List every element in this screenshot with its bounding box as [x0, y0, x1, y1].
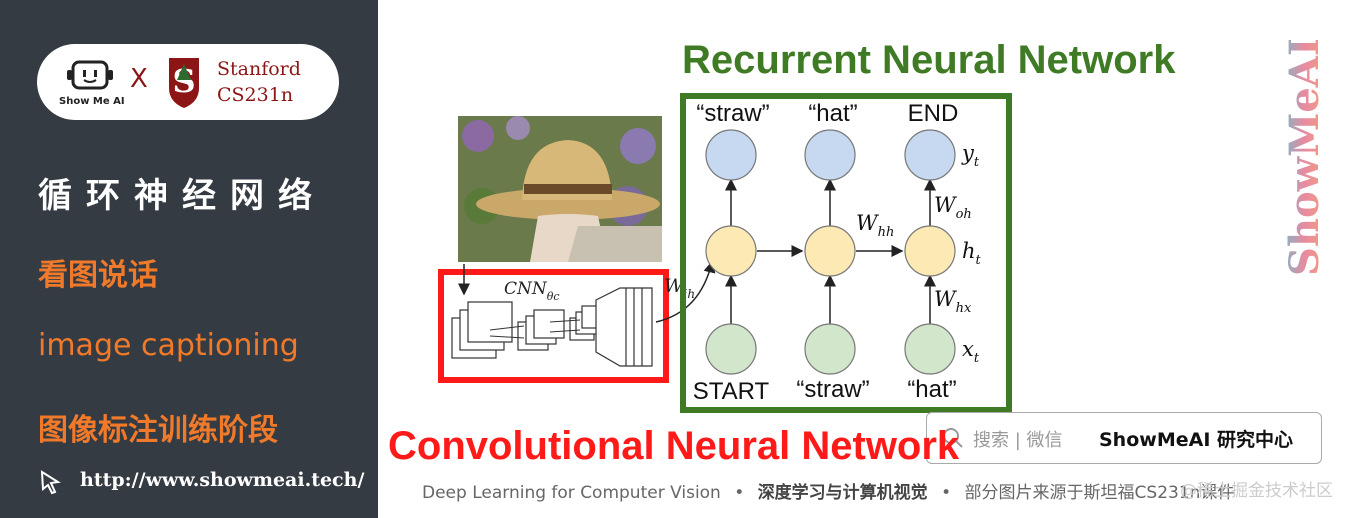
output-word-1: “straw” [696, 100, 769, 127]
xt-label: xt [962, 337, 980, 366]
sidebar-item-kantu: 看图说话 [38, 258, 158, 293]
output-word-2: “hat” [808, 100, 857, 127]
cnn-label: CNNθc [504, 279, 560, 303]
input-word-3: “hat” [907, 376, 956, 403]
output-node-1 [705, 129, 757, 181]
footer-sep-2: • [941, 483, 952, 503]
straw-hat-photo [458, 116, 662, 262]
output-word-3: END [908, 100, 959, 127]
logo-card: Show Me AI X S Stanford CS231n [37, 44, 339, 120]
cnn-to-hidden-arrow [655, 260, 716, 323]
stanford-text: Stanford CS231n [217, 56, 301, 108]
input-word-2: “straw” [796, 376, 869, 403]
whh-label: Whh [856, 211, 894, 240]
output-node-3 [904, 129, 956, 181]
sidebar-title: 循环神经网络 [38, 176, 326, 216]
input-word-1: START [693, 378, 770, 405]
wechat-brand: ShowMeAI 研究中心 [1099, 429, 1293, 451]
rnn-box [680, 93, 1012, 413]
website-url[interactable]: http://www.showmeai.tech/ [80, 469, 365, 491]
input-node-1 [705, 323, 757, 375]
yt-label: yt [961, 141, 980, 170]
hidden-node-2 [804, 225, 856, 277]
footer-sep-1: • [734, 483, 745, 503]
svg-text:S: S [172, 62, 195, 100]
cnn-layers [451, 287, 653, 367]
showmeai-watermark: ShowMeAI [1282, 40, 1328, 276]
stanford-name: Stanford [217, 58, 301, 80]
footer-middle: 深度学习与计算机视觉 [757, 483, 928, 503]
hidden-node-3 [904, 225, 956, 277]
footer-left: Deep Learning for Computer Vision [422, 483, 721, 503]
svg-text:ShowMeAI: ShowMeAI [1282, 40, 1328, 276]
footer-right: 部分图片来源于斯坦福CS231n课件 [964, 483, 1235, 503]
ht-label: ht [962, 239, 982, 268]
sidebar: Show Me AI X S Stanford CS231n 循环神经网络 看图… [0, 0, 378, 518]
showmeai-robot-icon [67, 60, 113, 90]
course-code: CS231n [217, 84, 294, 106]
wechat-search-label: 搜索 | 微信 [973, 430, 1063, 451]
cnn-title: Convolutional Neural Network [388, 424, 960, 468]
website-link[interactable]: http://www.showmeai.tech/ [36, 466, 364, 496]
cursor-click-icon [40, 470, 61, 495]
footer: Deep Learning for Computer Vision • 深度学习… [422, 478, 1234, 503]
input-node-2 [804, 323, 856, 375]
whx-label: Whx [934, 287, 972, 316]
hidden-node-1 [705, 225, 757, 277]
stanford-logo-icon: S [169, 58, 199, 108]
output-node-2 [804, 129, 856, 181]
cnn-connectors [489, 319, 581, 339]
wih-label: Wih [664, 275, 695, 301]
input-node-3 [904, 323, 956, 375]
sidebar-item-training: 图像标注训练阶段 [38, 413, 278, 448]
cnn-box [438, 269, 669, 383]
sidebar-item-image-captioning: image captioning [38, 328, 299, 363]
showmeai-logo-text: Show Me AI [59, 96, 125, 107]
juejin-watermark: @稀土掘金技术社区 [1180, 481, 1333, 501]
search-icon [943, 428, 963, 448]
rnn-title: Recurrent Neural Network [682, 38, 1176, 82]
collab-x: X [130, 64, 148, 94]
wechat-search-badge[interactable]: 搜索 | 微信 ShowMeAI 研究中心 [926, 412, 1322, 464]
woh-label: Woh [934, 193, 972, 222]
